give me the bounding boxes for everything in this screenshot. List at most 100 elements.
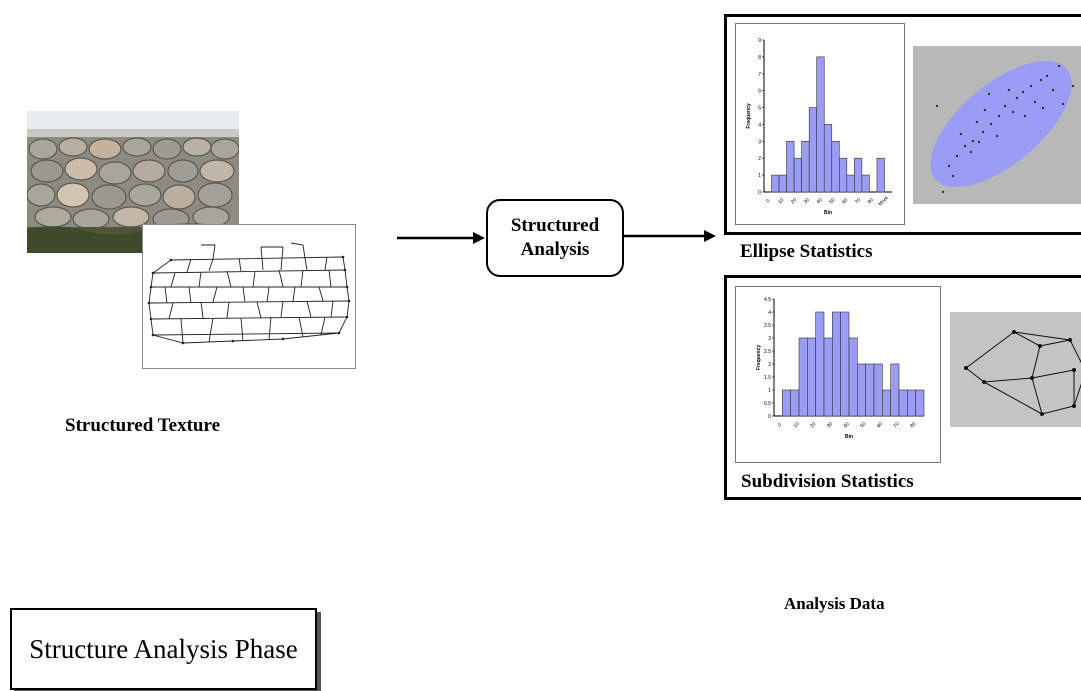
y-tick-label: 4.5 [764, 297, 771, 303]
scatter-point [977, 140, 981, 144]
subdivision-wireframe [142, 224, 356, 369]
scatter-point [941, 190, 945, 194]
histogram-bar [815, 311, 825, 417]
x-tick-label: 70 [854, 197, 862, 205]
histogram-bar [873, 363, 883, 417]
x-tick-label: More [877, 195, 889, 207]
scatter-point [995, 134, 999, 138]
x-axis-label: Bin [845, 434, 853, 440]
y-tick-label: 3 [758, 139, 761, 145]
x-tick-label: 60 [841, 197, 849, 205]
x-tick-label: 0 [765, 198, 771, 204]
x-tick-label: 40 [843, 421, 851, 429]
scatter-point [1039, 78, 1043, 82]
x-axis-label: Bin [824, 210, 832, 216]
histogram-bar [801, 141, 810, 193]
scatter-point [1045, 74, 1049, 78]
phase-title-box: Structure Analysis Phase [10, 608, 317, 690]
y-tick-label: 4 [758, 122, 761, 128]
scatter-point [987, 92, 991, 96]
y-tick-label: 8 [758, 55, 761, 61]
scatter-point [989, 122, 993, 126]
x-tick-label: 40 [816, 197, 824, 205]
scatter-point [975, 120, 979, 124]
scatter-point [947, 164, 951, 168]
scatter-point [959, 132, 963, 136]
scatter-point [1041, 106, 1045, 110]
scatter-point [963, 144, 967, 148]
y-tick-label: 1 [768, 388, 771, 394]
histogram-bar [823, 124, 833, 193]
y-tick-label: 2 [758, 156, 761, 162]
phase-title: Structure Analysis Phase [29, 633, 298, 664]
scatter-point [955, 154, 959, 158]
histogram-bar [882, 389, 891, 417]
y-tick-label: 3.5 [764, 323, 771, 329]
scatter-point [997, 114, 1001, 118]
histogram-bar [838, 157, 848, 193]
y-tick-label: 7 [758, 72, 761, 78]
scatter-point [981, 130, 985, 134]
histogram-bar [857, 363, 866, 417]
y-tick-label: 5 [758, 106, 761, 112]
histogram-bar [798, 337, 808, 417]
ellipse-statistics-label: Ellipse Statistics [740, 241, 873, 262]
x-tick-label: 60 [876, 421, 884, 429]
histogram-bar [854, 157, 863, 193]
scatter-point [969, 150, 973, 154]
arrow-to-analysis [397, 232, 485, 244]
node-line-1: Structured [510, 215, 600, 236]
histogram-bar [823, 337, 833, 417]
arrow-to-outputs [624, 230, 716, 242]
scatter-point [1011, 110, 1015, 114]
histogram-bar [846, 174, 855, 193]
scatter-point [935, 104, 939, 108]
histogram-bar [790, 389, 800, 417]
histogram-bar [915, 389, 925, 417]
x-tick-label: 30 [803, 197, 811, 205]
histogram-bar [898, 389, 908, 417]
x-tick-label: 20 [790, 197, 798, 205]
analysis-data-label: Analysis Data [784, 594, 885, 613]
ellipse-scatter-plot [913, 46, 1081, 204]
structured-texture-label: Structured Texture [65, 415, 220, 436]
y-axis-label: Frequency [756, 345, 762, 371]
y-tick-label: 1.5 [764, 375, 771, 381]
scatter-point [1021, 90, 1025, 94]
y-tick-label: 4 [768, 310, 771, 316]
histogram-bar [840, 311, 850, 417]
histogram-bar [831, 141, 840, 193]
x-tick-label: 10 [777, 197, 785, 205]
scatter-point [951, 174, 955, 178]
node-line-2: Analysis [520, 239, 590, 260]
histogram-bar [865, 363, 875, 417]
scatter-point [1051, 88, 1055, 92]
y-tick-label: 0 [768, 414, 771, 420]
histogram-bar [890, 363, 900, 417]
scatter-point [1057, 64, 1061, 68]
histogram-bar [771, 174, 780, 193]
x-tick-label: 0 [777, 422, 783, 428]
scatter-point [1003, 104, 1007, 108]
histogram-bar [876, 157, 885, 193]
subdivision-statistics-label: Subdivision Statistics [741, 471, 914, 492]
histogram-bar [816, 56, 825, 193]
y-axis-label: Frequency [746, 103, 752, 129]
scatter-point [1033, 100, 1037, 104]
structured-analysis-node: Structured Analysis [486, 199, 624, 277]
x-tick-label: 80 [867, 197, 875, 205]
x-tick-label: 20 [809, 421, 817, 429]
histogram-bar [786, 141, 795, 193]
scatter-point [971, 139, 975, 143]
scatter-point [1007, 88, 1011, 92]
scatter-point [1029, 84, 1033, 88]
scatter-point [1071, 84, 1075, 88]
histogram-bar [807, 337, 816, 417]
x-tick-label: 70 [893, 421, 901, 429]
y-tick-label: 0.5 [764, 401, 771, 407]
scatter-point [1061, 102, 1065, 106]
